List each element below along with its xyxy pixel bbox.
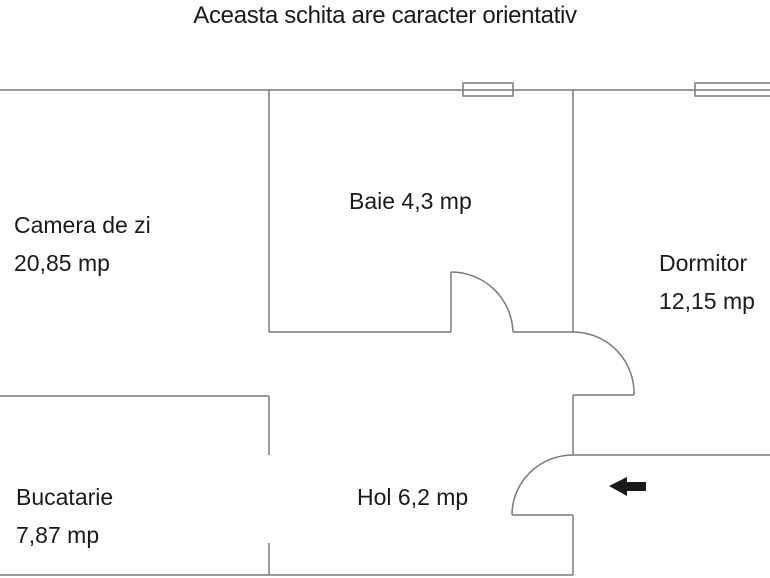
room-bucatarie: Bucatarie 7,87 mp [16, 478, 113, 554]
entrance-door-swing [511, 454, 574, 516]
plan-disclaimer-title: Aceasta schita are caracter orientativ [193, 2, 577, 29]
room-name: Camera de zi [14, 212, 151, 238]
room-area: 20,85 mp [14, 250, 110, 276]
room-area: 12,15 mp [659, 288, 755, 314]
room-camera-de-zi: Camera de zi 20,85 mp [14, 206, 151, 282]
room-area: 7,87 mp [16, 522, 100, 548]
room-name: Bucatarie [16, 484, 114, 510]
bedroom-door-swing [572, 331, 635, 396]
arrow-left-icon [609, 477, 646, 496]
room-baie: Baie 4,3 mp [349, 182, 472, 220]
room-name: Dormitor [659, 250, 748, 276]
room-name: Hol 6,2 mp [357, 484, 469, 510]
room-hol: Hol 6,2 mp [357, 478, 468, 516]
bath-door-swing [450, 271, 514, 333]
room-name: Baie 4,3 mp [349, 188, 472, 214]
room-dormitor: Dormitor 12,15 mp [659, 244, 755, 320]
